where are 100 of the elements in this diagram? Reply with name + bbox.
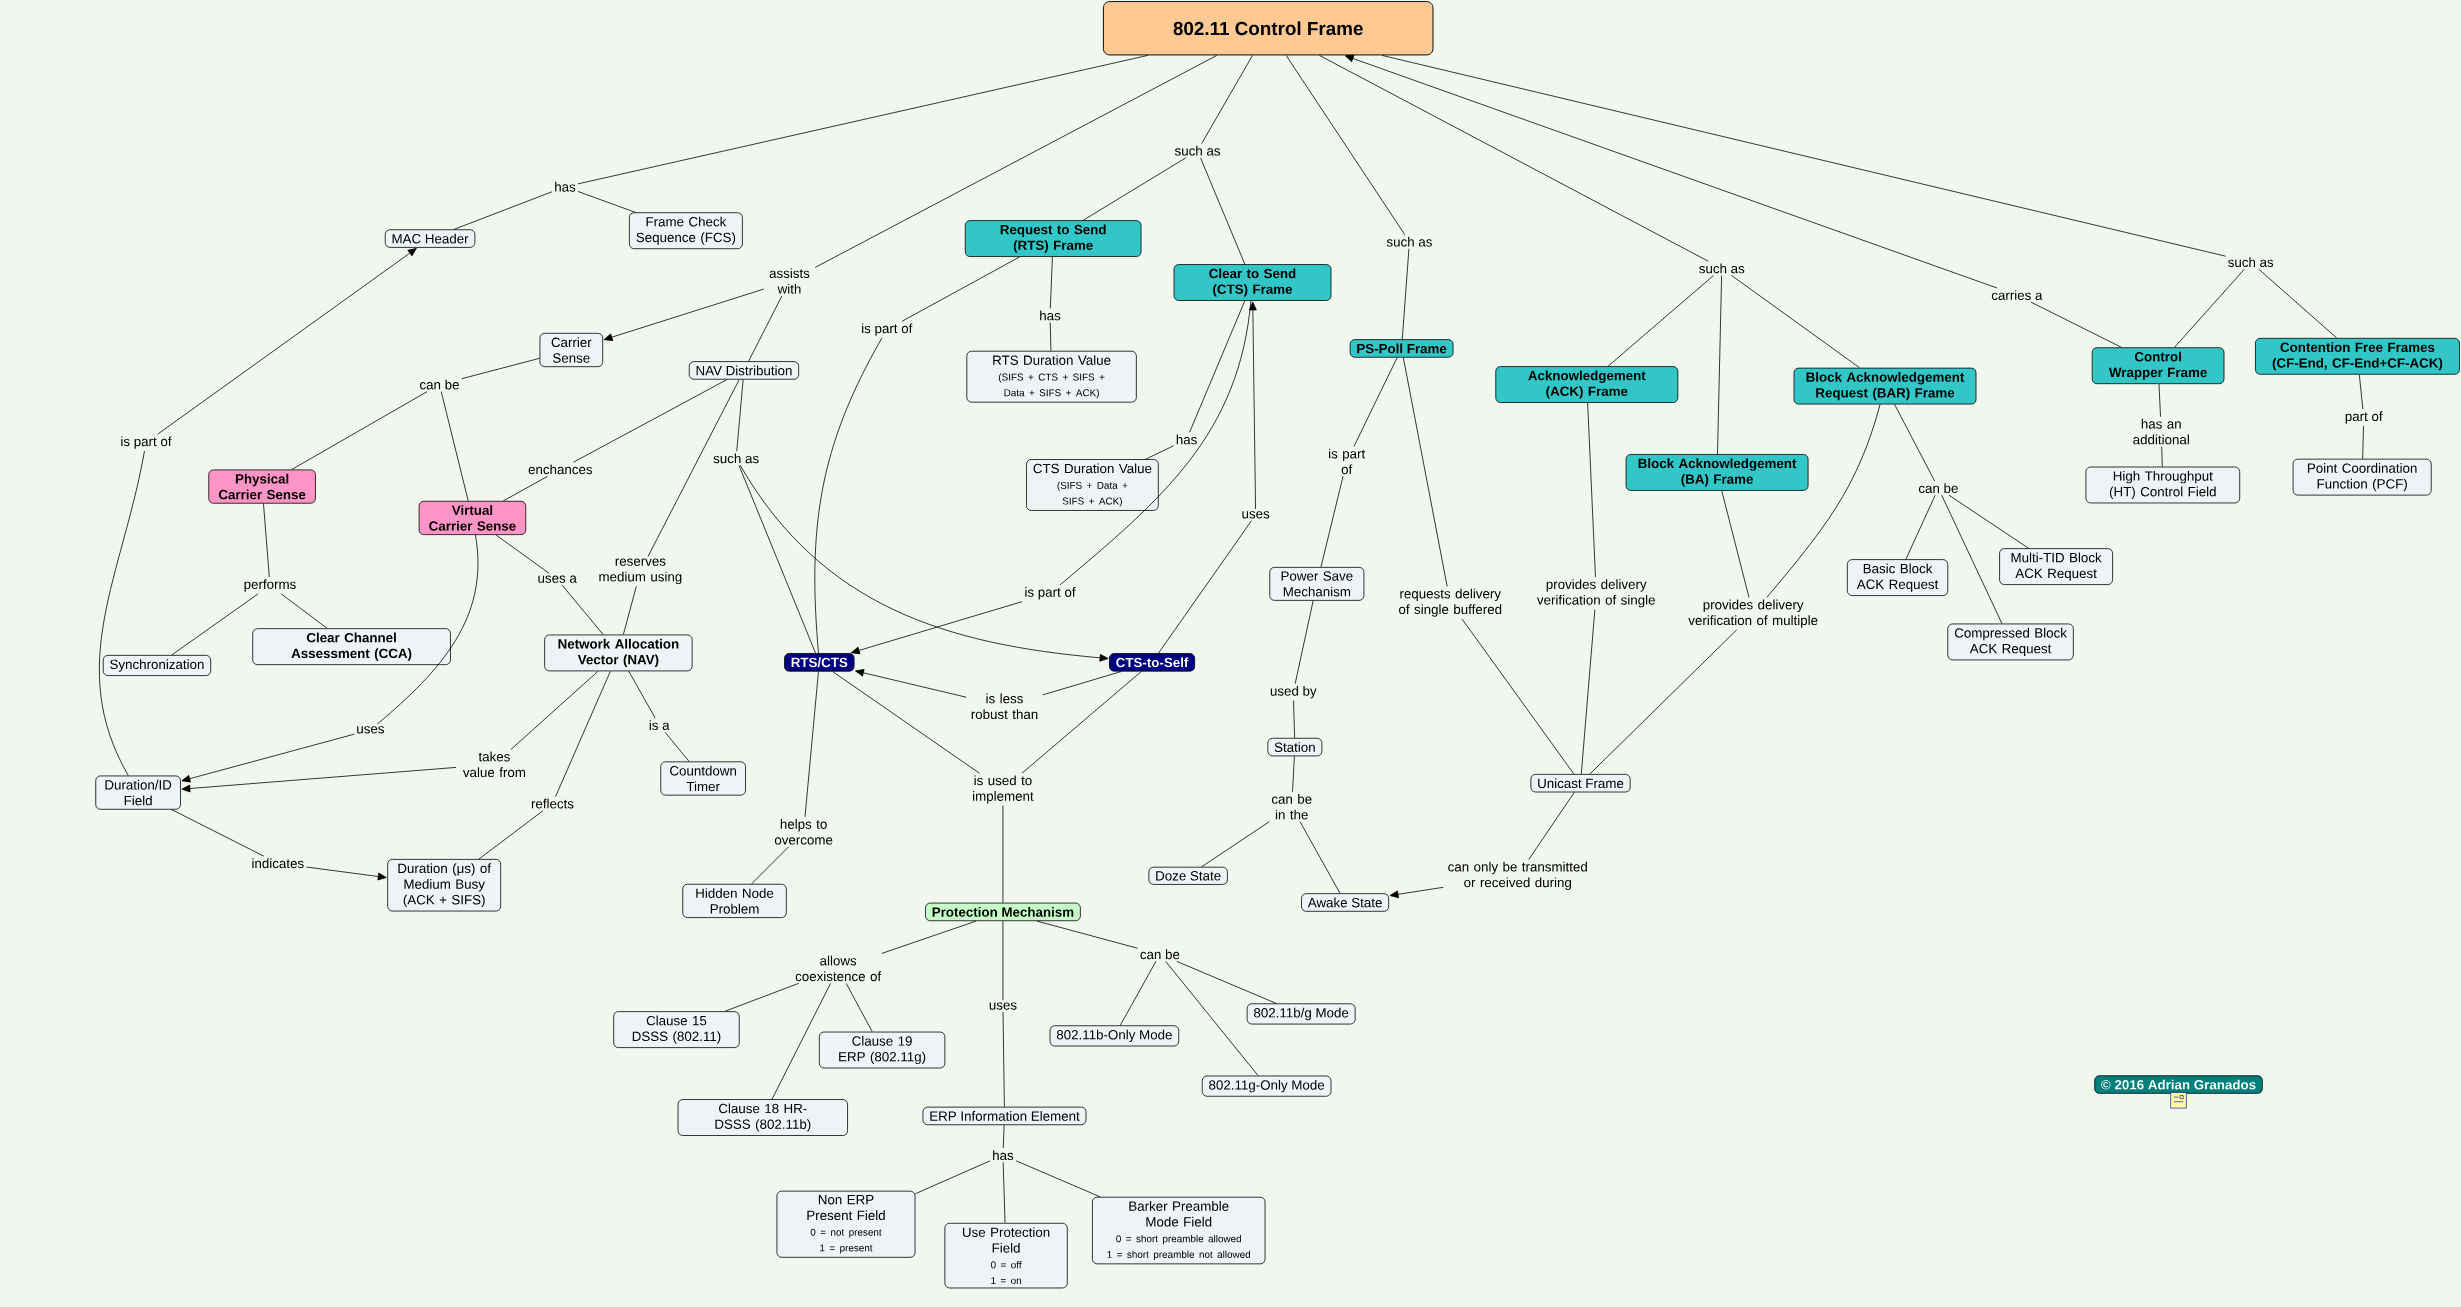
linking-phrase: has xyxy=(990,1148,1016,1162)
concept-box: Multi-TID Block ACK Request xyxy=(1999,548,2113,585)
connector-line xyxy=(1042,670,1122,696)
connector-line xyxy=(291,391,428,470)
arrow xyxy=(739,464,1109,662)
concept-box: Carrier Sense xyxy=(539,332,604,367)
connector-line xyxy=(881,920,977,954)
connector-line xyxy=(2358,374,2364,410)
arrow xyxy=(1249,301,1257,510)
arrow xyxy=(850,601,1023,654)
connector-line xyxy=(845,982,873,1032)
connector-line xyxy=(1002,920,1004,1001)
concept-box: Awake State xyxy=(1301,893,1390,912)
connector-line xyxy=(461,357,540,379)
connector-line xyxy=(832,671,980,774)
linking-phrase: has an additional xyxy=(2126,416,2197,447)
linking-phrase: uses xyxy=(986,1000,1019,1012)
connector-line xyxy=(1589,629,1737,775)
connector-line xyxy=(736,379,744,452)
connector-line xyxy=(814,54,1218,268)
arrow xyxy=(305,866,387,881)
concept-box: RTS Duration Value (SIFS + CTS + SIFS + Data + SIFS + ACK) xyxy=(966,350,1137,403)
connector-line xyxy=(280,593,328,629)
connector-line xyxy=(1402,357,1448,587)
connector-line xyxy=(573,379,728,463)
arrow xyxy=(1389,886,1444,898)
connector-line xyxy=(555,670,611,797)
connector-line xyxy=(1905,494,1936,560)
connector-line xyxy=(495,534,550,574)
concept-box: 802.11b/g Mode xyxy=(1246,1003,1356,1025)
concept-box: High Throughput (HT) Control Field xyxy=(2085,466,2241,504)
concept-box: Point Coordination Function (PCF) xyxy=(2292,458,2432,496)
connector-line xyxy=(377,534,479,725)
connector-line xyxy=(1292,755,1295,792)
connector-line xyxy=(1201,54,1253,144)
concept-box: Physical Carrier Sense xyxy=(208,469,316,504)
concept-box: Control Wrapper Frame xyxy=(2091,347,2225,384)
linking-phrase: uses xyxy=(1239,509,1272,521)
concept-box: Frame Check Sequence (FCS) xyxy=(629,212,743,249)
concept-box: Hidden Node Problem xyxy=(682,883,787,918)
concept-box: Countdown Timer xyxy=(660,761,746,796)
connector-line xyxy=(1145,445,1174,460)
concept-box: RTS/CTS xyxy=(784,652,855,672)
connector-line xyxy=(1015,1160,1101,1197)
connector-line xyxy=(1319,54,1709,262)
connector-line xyxy=(901,256,1020,322)
connector-line xyxy=(915,1160,991,1194)
connector-line xyxy=(1002,1011,1005,1107)
connector-line xyxy=(1119,960,1157,1026)
connector-line xyxy=(2158,383,2161,417)
linking-phrase: assists with xyxy=(764,266,815,296)
concept-box: MAC Header xyxy=(384,229,476,248)
connector-line xyxy=(814,337,883,654)
copyright-badge: © 2016 Adrian Granados xyxy=(2094,1075,2263,1094)
connector-line xyxy=(1528,791,1575,860)
connector-line xyxy=(1200,157,1246,265)
connector-line xyxy=(1285,54,1406,235)
concept-box: Station xyxy=(1267,737,1323,757)
connector-line xyxy=(1002,1124,1005,1149)
connector-line xyxy=(1049,256,1053,309)
concept-box: Clear to Send (CTS) Frame xyxy=(1173,263,1332,301)
linking-phrase: uses xyxy=(354,724,387,736)
connector-line xyxy=(804,671,819,818)
concept-box: Use Protection Field 0 = off 1 = on xyxy=(944,1222,1068,1289)
connector-line xyxy=(1353,357,1398,447)
concept-box: Clause 15 DSSS (802.11) xyxy=(613,1011,740,1048)
concept-box: Clause 18 HR-DSSS (802.11b) xyxy=(677,1098,848,1136)
concept-box: Clause 19 ERP (802.11g) xyxy=(818,1031,946,1069)
connector-line xyxy=(2174,268,2245,348)
linking-phrase: is a xyxy=(646,718,672,732)
connector-line xyxy=(2161,446,2163,467)
connector-line xyxy=(751,846,790,885)
connector-line xyxy=(1165,960,1259,1076)
concept-box: PS-Poll Frame xyxy=(1349,339,1454,358)
connector-line xyxy=(1002,1161,1006,1224)
connector-line xyxy=(748,295,783,362)
connector-line xyxy=(1401,248,1410,340)
linking-phrase: provides delivery verification of single xyxy=(1530,577,1663,610)
linking-phrase: is less robust than xyxy=(966,691,1043,721)
connector-line xyxy=(510,670,599,750)
connector-line xyxy=(1320,475,1344,568)
connector-line xyxy=(1189,300,1246,433)
linking-phrase: indicates xyxy=(249,856,306,870)
linking-phrase: uses a xyxy=(535,573,579,585)
linking-phrase: allows coexistence of xyxy=(793,953,884,983)
concept-box: ERP Information Element xyxy=(922,1106,1087,1125)
connector-line xyxy=(622,585,637,635)
connector-line xyxy=(1082,157,1187,221)
connector-line xyxy=(1607,274,1714,367)
arrow xyxy=(181,766,457,793)
connector-line xyxy=(2258,268,2337,339)
concept-box: 802.11g-Only Mode xyxy=(1201,1075,1332,1097)
connector-line xyxy=(1021,670,1142,774)
title-box: 802.11 Control Frame xyxy=(1102,0,1434,56)
concept-box: Protection Mechanism xyxy=(925,902,1081,921)
connector-line xyxy=(2362,425,2364,459)
connector-line xyxy=(738,464,816,654)
connector-line xyxy=(1717,274,1722,455)
connector-line xyxy=(1201,821,1270,867)
connector-line xyxy=(1059,300,1252,586)
